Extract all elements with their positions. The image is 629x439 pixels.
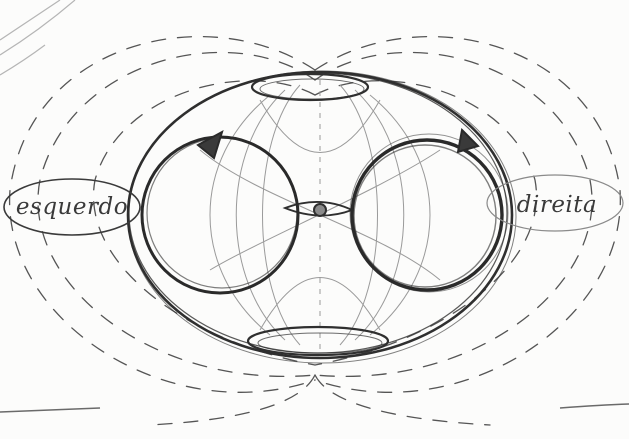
corner-strokes (0, 0, 75, 75)
left-arrow-icon (198, 132, 222, 158)
sphere-outline (128, 71, 516, 363)
left-label: esquerdo (4, 179, 140, 235)
right-loop-ring (350, 134, 508, 292)
left-label-text: esquerdo (16, 194, 128, 220)
dashed-field-lines (10, 37, 621, 425)
left-loop-ring (142, 137, 298, 293)
bottom-edge-strokes (0, 404, 629, 412)
right-label-text: direita (517, 192, 598, 218)
